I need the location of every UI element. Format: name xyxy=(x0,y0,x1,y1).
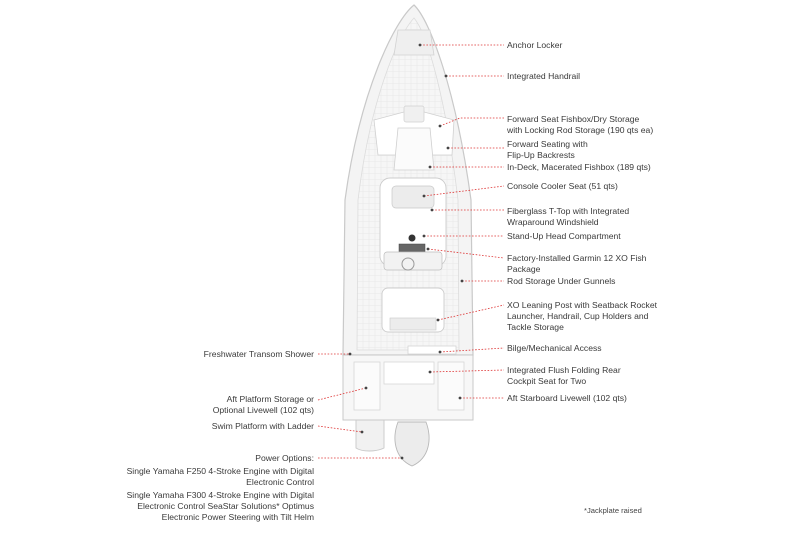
leaning-post-tackle xyxy=(389,317,437,331)
aft-starboard-livewell xyxy=(437,361,465,411)
footnote-jackplate: *Jackplate raised xyxy=(584,506,642,515)
head-hatch xyxy=(408,234,416,242)
label-swim-platform: Swim Platform with Ladder xyxy=(211,421,314,431)
label-power-option-1: Single Yamaha F250 4-Stroke Engine with … xyxy=(126,466,314,487)
label-rear-cockpit-seat: Integrated Flush Folding Rear Cockpit Se… xyxy=(507,365,621,386)
label-power-option-2: Single Yamaha F300 4-Stroke Engine with … xyxy=(126,490,314,522)
label-bilge-access: Bilge/Mechanical Access xyxy=(507,343,602,353)
steering-wheel xyxy=(401,257,415,271)
bilge-access-hatch xyxy=(407,345,457,355)
label-in-deck-fishbox: In-Deck, Macerated Fishbox (189 qts) xyxy=(507,162,651,172)
label-console-cooler: Console Cooler Seat (51 qts) xyxy=(507,181,618,191)
in-deck-fishbox xyxy=(393,127,435,171)
label-garmin: Factory-Installed Garmin 12 XO Fish Pack… xyxy=(507,253,647,274)
label-anchor-locker: Anchor Locker xyxy=(507,40,563,50)
label-rod-storage-gunnels: Rod Storage Under Gunnels xyxy=(507,276,616,286)
label-aft-starboard-livewell: Aft Starboard Livewell (102 qts) xyxy=(507,393,627,403)
rear-cockpit-seat xyxy=(383,361,435,385)
label-head-compartment: Stand-Up Head Compartment xyxy=(507,231,621,241)
label-forward-seat-fishbox: Forward Seat Fishbox/Dry Storage with Lo… xyxy=(507,114,654,135)
anchor-locker xyxy=(393,29,435,56)
label-fiberglass-ttop: Fiberglass T-Top with Integrated Wraparo… xyxy=(507,206,630,227)
label-integrated-handrail: Integrated Handrail xyxy=(507,71,581,81)
forward-seat-cushion xyxy=(403,105,425,123)
label-transom-shower: Freshwater Transom Shower xyxy=(203,349,314,359)
aft-platform-storage xyxy=(353,361,381,411)
label-forward-seating: Forward Seating with Flip-Up Backrests xyxy=(507,139,588,160)
label-power-options-title: Power Options: xyxy=(255,453,314,463)
outboard-engine xyxy=(394,421,430,467)
swim-platform xyxy=(355,419,385,452)
label-leaning-post: XO Leaning Post with Seatback Rocket Lau… xyxy=(507,300,657,332)
label-aft-platform-storage: Aft Platform Storage or Optional Livewel… xyxy=(212,394,314,415)
console-cooler-seat xyxy=(391,185,435,209)
